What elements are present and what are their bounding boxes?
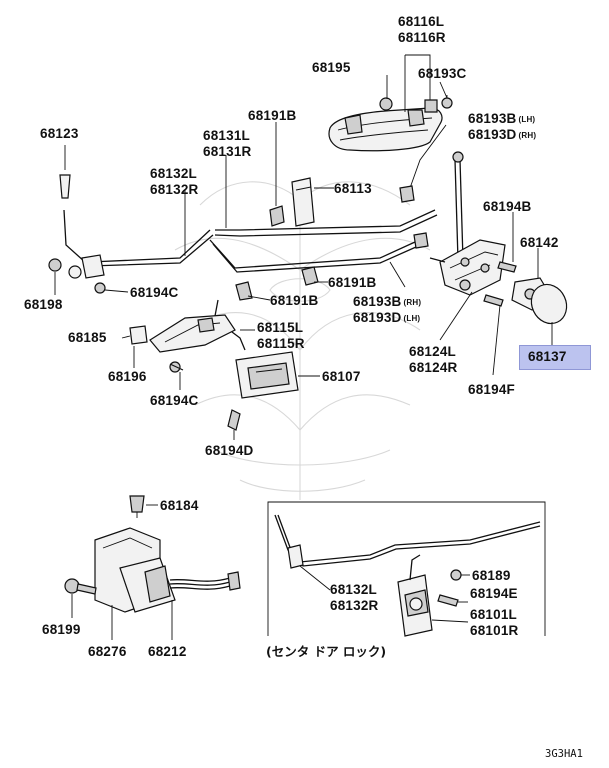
latch-rod-assembly [399, 124, 464, 261]
label-68195[interactable]: 68195 [312, 60, 351, 75]
label-68212[interactable]: 68212 [148, 644, 187, 659]
label-68194c-upper[interactable]: 68194C [130, 285, 179, 300]
label-68194f[interactable]: 68194F [468, 382, 515, 397]
label-68276[interactable]: 68276 [88, 644, 127, 659]
outside-handle-68116 [328, 54, 453, 152]
label-68107[interactable]: 68107 [322, 369, 361, 384]
label-68193d-rh[interactable]: 68193D(RH) [468, 127, 536, 143]
side-suffix: (LH) [518, 115, 536, 124]
label-68193c[interactable]: 68193C [418, 66, 467, 81]
label-68131r[interactable]: 68131R [203, 144, 252, 159]
lock-knob-68123 [48, 145, 129, 295]
label-68113[interactable]: 68113 [334, 181, 372, 196]
watermark-emblem [174, 180, 431, 500]
label-68198[interactable]: 68198 [24, 297, 63, 312]
label-68184[interactable]: 68184 [160, 498, 199, 513]
label-68193b-lh[interactable]: 68193B(LH) [468, 111, 535, 127]
label-68199[interactable]: 68199 [42, 622, 81, 637]
clip-68191b-mid [235, 266, 328, 301]
label-68132r-top[interactable]: 68132R [150, 182, 199, 197]
clip-68185 [121, 325, 184, 390]
label-68191b-top[interactable]: 68191B [248, 108, 297, 123]
label-68194e[interactable]: 68194E [470, 586, 518, 601]
side-suffix: (LH) [403, 314, 421, 323]
label-68123[interactable]: 68123 [40, 126, 79, 141]
label-68132l-bottom[interactable]: 68132L [330, 582, 377, 597]
control-rods [89, 155, 438, 288]
center-door-lock-caption: (センタ ドア ロック) [266, 644, 387, 659]
label-68115r[interactable]: 68115R [257, 336, 305, 351]
lock-assembly-68124 [429, 212, 568, 376]
label-68142[interactable]: 68142 [520, 235, 559, 250]
label-68193d-lh[interactable]: 68193D(LH) [353, 310, 420, 326]
inside-handle-bracket-68115 [149, 299, 255, 353]
clip-68113 [269, 122, 334, 227]
label-68191b-mid[interactable]: 68191B [270, 293, 319, 308]
label-68191b-right[interactable]: 68191B [328, 275, 377, 290]
highlight-68137 [519, 345, 591, 370]
label-68115l[interactable]: 68115L [257, 320, 304, 335]
label-68124l[interactable]: 68124L [409, 344, 456, 359]
label-68132r-bottom[interactable]: 68132R [330, 598, 379, 613]
side-suffix: (RH) [518, 131, 537, 140]
label-68116l[interactable]: 68116L [398, 14, 445, 29]
label-68194b[interactable]: 68194B [483, 199, 532, 214]
label-68101l[interactable]: 68101L [470, 607, 517, 622]
label-68131l[interactable]: 68131L [203, 128, 250, 143]
label-68132l-top[interactable]: 68132L [150, 166, 197, 181]
part-number: 68193D [468, 127, 517, 142]
label-68189[interactable]: 68189 [472, 568, 511, 583]
inside-handle-68107 [227, 351, 320, 440]
label-68193b-rh[interactable]: 68193B(RH) [353, 294, 421, 310]
side-suffix: (RH) [403, 298, 422, 307]
label-68194c-lower[interactable]: 68194C [150, 393, 199, 408]
label-68124r[interactable]: 68124R [409, 360, 458, 375]
label-68116r[interactable]: 68116R [398, 30, 446, 45]
part-number: 68193D [353, 310, 402, 325]
label-68137[interactable]: 68137 [528, 349, 567, 364]
label-68194d[interactable]: 68194D [205, 443, 254, 458]
door-check-68212 [64, 527, 241, 640]
label-68101r[interactable]: 68101R [470, 623, 519, 638]
part-number: 68193B [353, 294, 402, 309]
center-door-lock-box [267, 501, 546, 637]
clip-68184 [129, 495, 158, 518]
label-68185[interactable]: 68185 [68, 330, 107, 345]
diagram-code: 3G3HA1 [545, 748, 583, 760]
part-number: 68193B [468, 111, 517, 126]
label-68196[interactable]: 68196 [108, 369, 147, 384]
